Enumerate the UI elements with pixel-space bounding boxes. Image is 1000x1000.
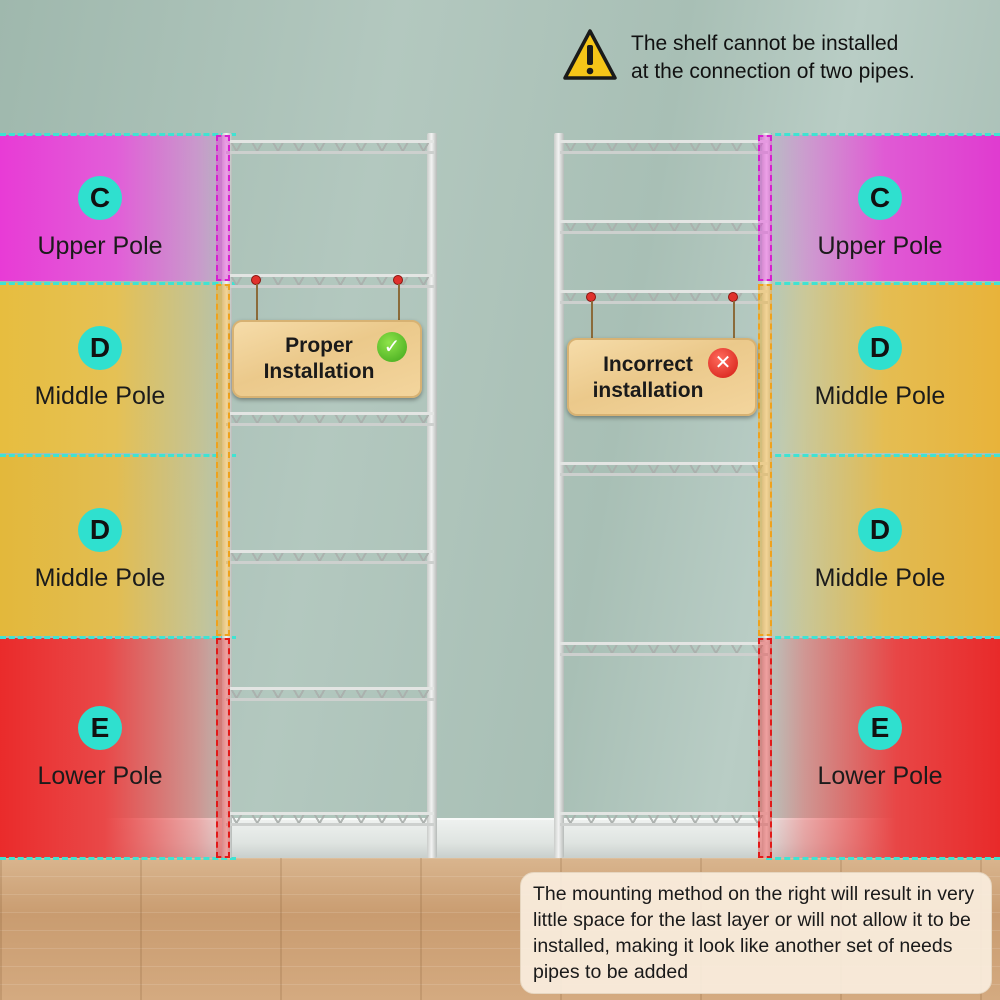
wire-shelf [560, 290, 768, 304]
divider-line [766, 454, 1000, 457]
pole-label-d-right-2: D Middle Pole [780, 508, 980, 593]
warning-line-2: at the connection of two pipes. [631, 60, 915, 83]
sign-line: Installation [263, 360, 375, 383]
letter-badge: E [78, 706, 122, 750]
pole-name: Middle Pole [34, 564, 166, 592]
letter-badge: E [858, 706, 902, 750]
wire-shelf [226, 412, 434, 426]
lower-pole-segment [758, 638, 772, 858]
rack-post [427, 133, 437, 858]
letter-badge: D [858, 326, 902, 370]
wire-shelf [226, 550, 434, 564]
divider-line [766, 133, 1000, 136]
wire-shelf [560, 462, 768, 476]
pole-label-e-left: E Lower Pole [0, 706, 200, 791]
lower-pole-segment [216, 638, 230, 858]
hanging-string [591, 301, 593, 339]
cross-icon: ✕ [708, 348, 738, 378]
wire-shelf [560, 642, 768, 656]
explanation-note: The mounting method on the right will re… [520, 872, 992, 994]
proper-installation-sign: Proper Installation ✓ [232, 320, 422, 398]
middle-pole-segment [758, 284, 772, 636]
warning-triangle-icon [563, 29, 617, 80]
middle-pole-segment [216, 284, 230, 636]
pole-label-c-left: C Upper Pole [0, 176, 200, 261]
letter-badge: D [858, 508, 902, 552]
wire-shelf [560, 812, 768, 826]
upper-pole-segment [216, 135, 230, 281]
pole-name: Middle Pole [814, 382, 946, 410]
rack-post [762, 133, 772, 858]
letter-badge: C [858, 176, 902, 220]
sign-line: Proper [285, 334, 353, 357]
wire-shelf [226, 687, 434, 701]
divider-line [0, 454, 236, 457]
lower-pole-band-left [0, 638, 232, 858]
wire-shelf [560, 140, 768, 154]
letter-badge: D [78, 508, 122, 552]
wire-shelf [560, 220, 768, 234]
pole-label-e-right: E Lower Pole [780, 706, 980, 791]
hanging-string [398, 284, 400, 324]
check-icon: ✓ [377, 332, 407, 362]
middle-pole-band-left-1 [0, 283, 232, 453]
pole-name: Upper Pole [37, 232, 163, 260]
warning-text: The shelf cannot be installed at the con… [631, 30, 915, 86]
divider-line [0, 282, 236, 285]
wire-shelf [226, 812, 434, 826]
warning-line-1: The shelf cannot be installed [631, 32, 899, 55]
letter-badge: D [78, 326, 122, 370]
incorrect-installation-sign: Incorrect installation ✕ [567, 338, 757, 416]
wire-shelf [226, 274, 434, 288]
sign-text: Incorrect installation [573, 352, 723, 404]
divider-line [0, 636, 236, 639]
hanging-string [733, 301, 735, 339]
pole-name: Lower Pole [817, 762, 943, 790]
pole-name: Upper Pole [817, 232, 943, 260]
upper-pole-segment [758, 135, 772, 281]
sign-text: Proper Installation [244, 333, 394, 385]
divider-line [766, 857, 1000, 860]
letter-badge: C [78, 176, 122, 220]
sign-line: installation [592, 379, 704, 402]
note-text: The mounting method on the right will re… [533, 883, 975, 983]
wire-shelf [226, 140, 434, 154]
middle-pole-band-left-2 [0, 455, 232, 636]
pole-label-c-right: C Upper Pole [780, 176, 980, 261]
pole-name: Middle Pole [814, 564, 946, 592]
rack-post [554, 133, 564, 858]
divider-line [0, 857, 236, 860]
pole-name: Middle Pole [34, 382, 166, 410]
rack-post [222, 133, 232, 858]
hanging-string [256, 284, 258, 324]
divider-line [0, 133, 236, 136]
pole-label-d-left-1: D Middle Pole [0, 326, 200, 411]
divider-line [766, 636, 1000, 639]
pole-label-d-right-1: D Middle Pole [780, 326, 980, 411]
sign-line: Incorrect [603, 353, 693, 376]
divider-line [766, 282, 1000, 285]
pole-name: Lower Pole [37, 762, 163, 790]
pole-label-d-left-2: D Middle Pole [0, 508, 200, 593]
